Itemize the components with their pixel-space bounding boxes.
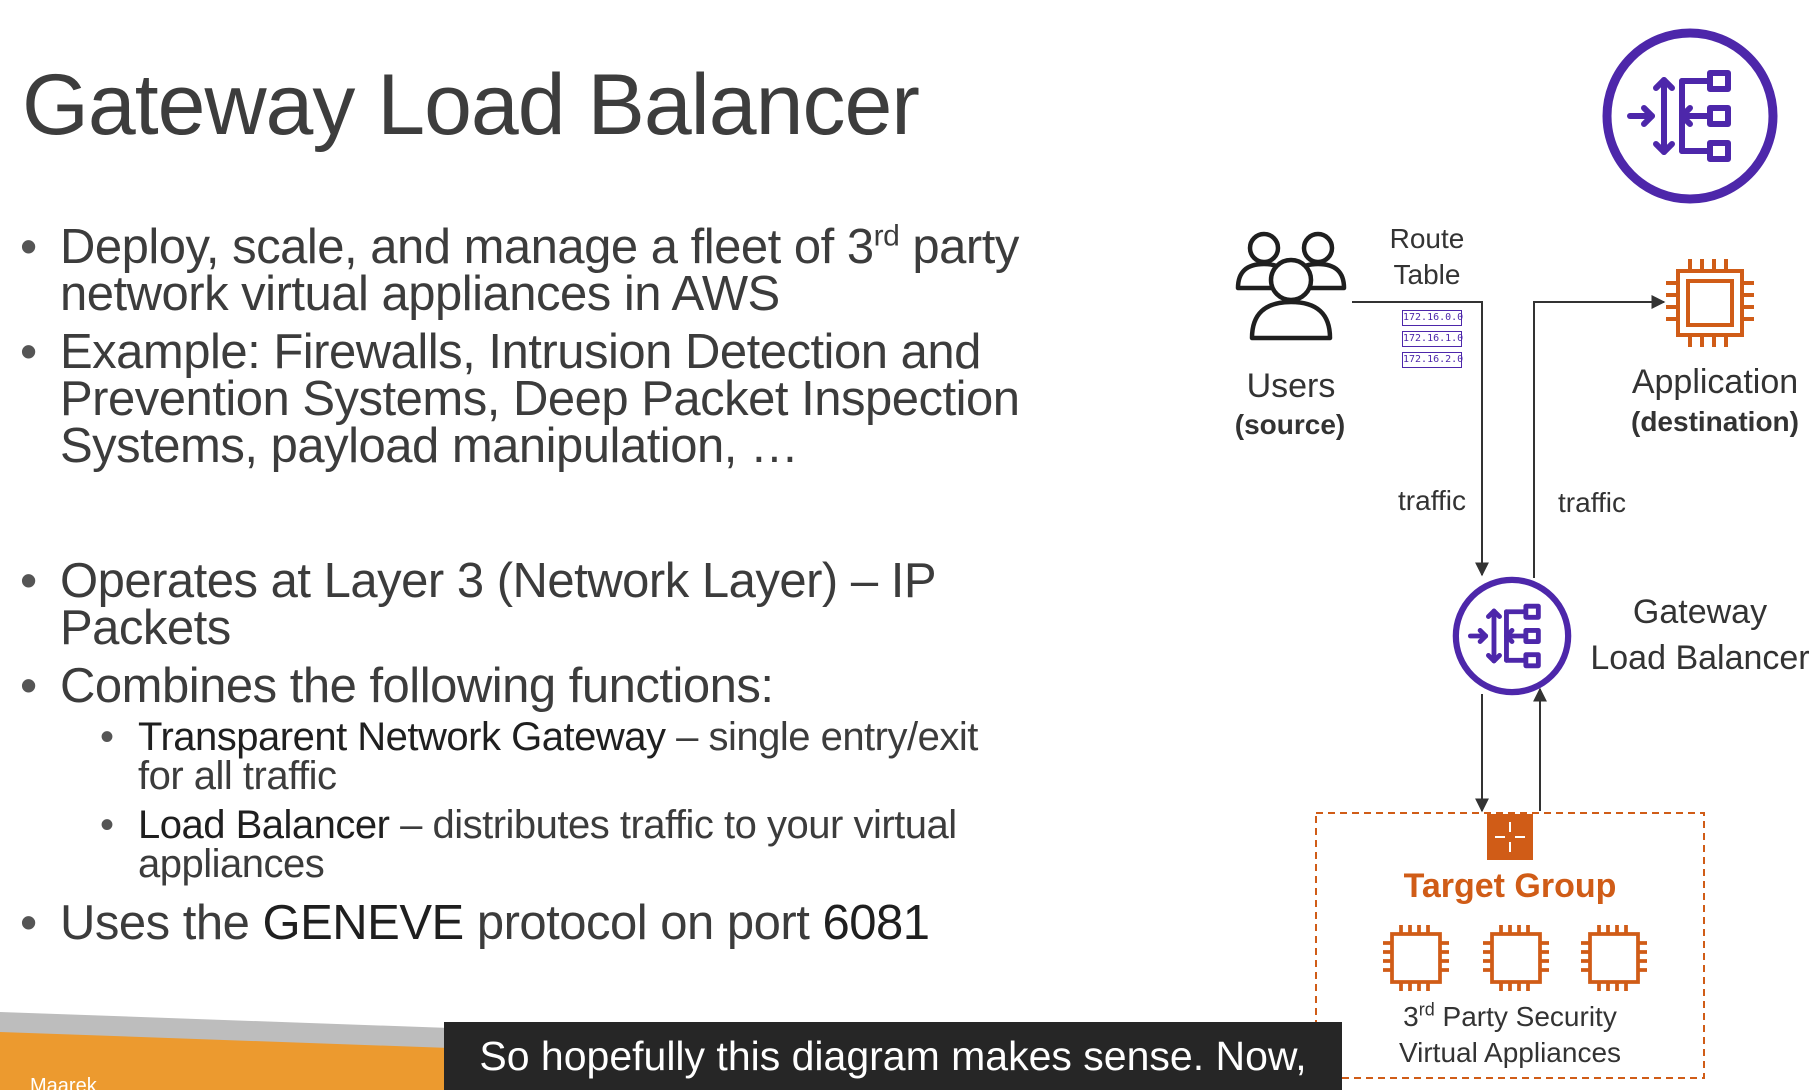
users-icon <box>1235 231 1347 341</box>
sub-bullet-strong: Load Balancer <box>138 803 390 847</box>
traffic-label-left: traffic <box>1398 485 1466 516</box>
target-group-icon <box>1487 814 1533 860</box>
route-table-label-line2: Table <box>1393 259 1461 290</box>
route-entry: 172.16.1.0 <box>1402 331 1463 347</box>
appliances-label-line2: Virtual Appliances <box>1398 1037 1622 1068</box>
gwlb-label-line1: Gateway <box>1632 593 1768 631</box>
sub-bullet-text: – distributes traffic to your virtual ap… <box>138 803 957 886</box>
sub-bullet-strong: Transparent Network Gateway <box>138 715 666 759</box>
video-caption: So hopefully this diagram makes sense. N… <box>444 1022 1342 1090</box>
gwlb-label-line2: Load Balancer <box>1590 639 1810 677</box>
bullet-text: Example: Firewalls, Intrusion Detection … <box>60 325 1020 473</box>
traffic-label-right: traffic <box>1558 487 1626 518</box>
superscript-text: rd <box>873 219 900 253</box>
bullet-dot: • <box>100 803 114 847</box>
bullet-text: Combines the following functions: <box>60 659 774 713</box>
bullet-item: • Example: Firewalls, Intrusion Detectio… <box>20 325 1100 471</box>
bullet-dot: • <box>20 325 37 379</box>
port-number: 6081 <box>822 896 930 950</box>
route-entry: 172.16.2.0 <box>1402 352 1463 368</box>
appliances-label-text: Party Security <box>1434 1001 1617 1032</box>
chip-icon <box>1383 925 1449 991</box>
bullet-text: party network virtual appliances in AWS <box>60 220 1019 321</box>
sub-bullet-item: • Load Balancer – distributes traffic to… <box>100 803 1018 886</box>
sub-bullet-item: • Transparent Network Gateway – single e… <box>100 715 1018 798</box>
route-table-label-line1: Route <box>1389 223 1465 254</box>
gateway-load-balancer-icon <box>1452 576 1572 696</box>
chip-icon <box>1666 259 1754 347</box>
bullet-item: • Operates at Layer 3 (Network Layer) – … <box>20 554 1100 653</box>
route-entry: 172.16.0.0 <box>1402 310 1463 326</box>
bullet-dot: • <box>20 896 37 950</box>
bullet-text: Operates at Layer 3 (Network Layer) – IP… <box>60 554 936 655</box>
appliances-label-text: 3 <box>1403 1001 1419 1032</box>
protocol-name: GENEVE <box>262 896 464 950</box>
users-label: Users <box>1246 367 1336 405</box>
gateway-load-balancer-icon <box>1602 28 1778 204</box>
target-group-box <box>1315 812 1705 1079</box>
application-label: Application <box>1631 363 1799 401</box>
gwlb-to-application-line <box>1533 295 1666 578</box>
sub-bullet-text: – single entry/exit for all traffic <box>138 715 978 798</box>
bullet-dot: • <box>100 715 114 759</box>
bullet-dot: • <box>20 554 37 608</box>
users-to-gwlb-line <box>1352 301 1489 577</box>
bullet-dot: • <box>20 659 37 713</box>
slide-title: Gateway Load Balancer <box>22 57 920 153</box>
superscript-text: rd <box>1418 999 1435 1020</box>
bullet-item: • Uses the GENEVE protocol on port 6081 <box>20 896 1100 950</box>
route-table-icon: 172.16.0.0 172.16.1.0 172.16.2.0 <box>1402 310 1463 368</box>
bullet-text: protocol on port <box>463 896 823 950</box>
appliances-label-line1: 3rd Party Security <box>1370 1000 1650 1034</box>
target-group-label: Target Group <box>1403 867 1617 905</box>
bullet-text: Deploy, scale, and manage a fleet of 3 <box>60 220 874 274</box>
bullet-dot: • <box>20 220 37 274</box>
chip-icon <box>1483 925 1549 991</box>
bullet-text: Uses the <box>60 896 263 950</box>
bullet-item: • Combines the following functions: <box>20 659 1100 713</box>
bullet-item: • Deploy, scale, and manage a fleet of 3… <box>20 220 1100 318</box>
bullet-list: • Deploy, scale, and manage a fleet of 3… <box>20 220 1100 950</box>
chip-icon <box>1581 925 1647 991</box>
users-source-label: (source) <box>1234 409 1346 440</box>
footer-text: Maarek <box>30 1075 97 1090</box>
application-destination-label: (destination) <box>1631 406 1799 437</box>
